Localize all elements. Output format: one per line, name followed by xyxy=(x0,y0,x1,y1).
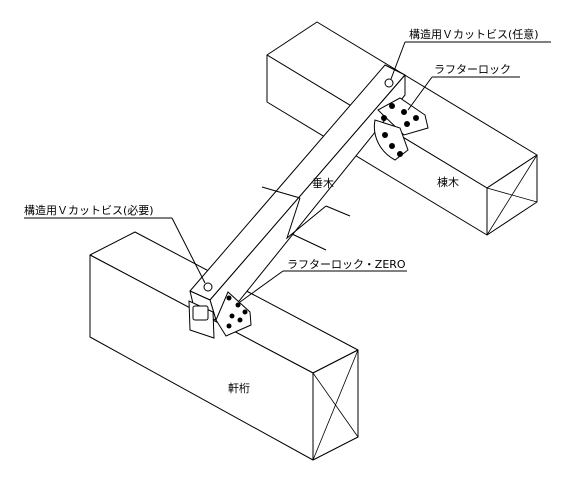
label-rafter-lock-zero: ラフターロック・ZERO xyxy=(287,258,406,271)
rafter-lock-zero-bracket xyxy=(188,291,252,339)
screw-head-bottom xyxy=(203,282,213,292)
label-rafter: 垂木 xyxy=(312,177,334,190)
screw-head-top xyxy=(384,78,394,88)
label-eave-beam: 軒桁 xyxy=(228,381,250,395)
rafter-lock-curved-plate xyxy=(373,119,409,161)
leader-lines xyxy=(24,41,551,303)
rafter xyxy=(189,64,406,321)
label-screw-optional: 構造用Ｖカットビス(任意) xyxy=(409,27,539,41)
label-ridge-beam: 棟木 xyxy=(437,175,459,189)
rafter-lock-bracket xyxy=(373,97,429,161)
eave-beam xyxy=(89,231,359,461)
label-rafter-lock: ラフターロック xyxy=(434,63,511,76)
label-screw-required: 構造用Ｖカットビス(必要) xyxy=(24,203,154,217)
